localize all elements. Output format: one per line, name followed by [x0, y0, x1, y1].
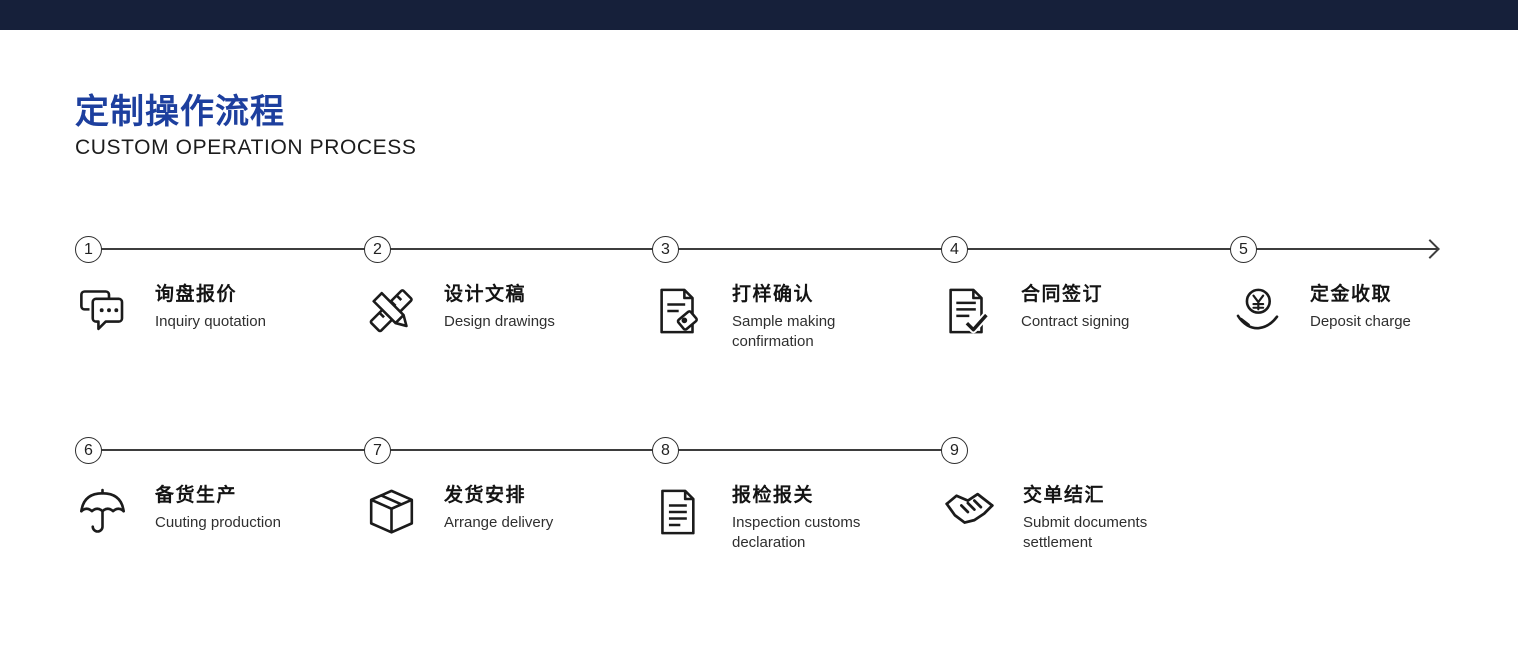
step-title-en: Sample making confirmation: [732, 312, 836, 350]
step-title-en: Contract signing: [1021, 312, 1130, 330]
step-title-en: Design drawings: [444, 312, 555, 330]
step-title-en: Arrange delivery: [444, 513, 554, 531]
flow-line-row2: [89, 449, 955, 451]
page-subtitle: CUSTOM OPERATION PROCESS: [75, 136, 417, 159]
process-step-1: 询盘报价 Inquiry quotation: [75, 284, 351, 337]
process-step-2: 设计文稿 Design drawings: [364, 284, 640, 337]
step-number-badge-4: 4: [941, 236, 968, 263]
flow-line-row1: [89, 248, 1437, 250]
step-number-badge-2: 2: [364, 236, 391, 263]
chat-bubbles-icon: [75, 285, 130, 337]
handshake-icon: [941, 486, 998, 538]
step-title-zh: 备货生产: [155, 485, 238, 506]
process-step-4: 合同签订 Contract signing: [941, 284, 1217, 337]
step-title-en: Inquiry quotation: [155, 312, 266, 330]
step-title-zh: 合同签订: [1021, 284, 1104, 305]
step-number-badge-1: 1: [75, 236, 102, 263]
coin-hand-icon: [1230, 285, 1285, 337]
step-title-zh: 交单结汇: [1023, 485, 1106, 506]
process-step-6: 备货生产 Cuuting production: [75, 485, 351, 538]
step-title-zh: 发货安排: [444, 485, 527, 506]
step-title-en: Deposit charge: [1310, 312, 1411, 330]
step-title-zh: 询盘报价: [155, 284, 238, 305]
flow-arrow-icon: [1420, 239, 1440, 259]
step-number-badge-8: 8: [652, 437, 679, 464]
step-number-badge-3: 3: [652, 236, 679, 263]
umbrella-icon: [75, 486, 130, 538]
top-bar: [0, 0, 1518, 30]
process-step-8: 报检报关 Inspection customs declaration: [652, 485, 928, 552]
step-title-en: Inspection customs declaration: [732, 513, 861, 551]
process-step-5: 定金收取 Deposit charge: [1230, 284, 1506, 337]
step-number-badge-5: 5: [1230, 236, 1257, 263]
step-title-en: Cuuting production: [155, 513, 281, 531]
package-box-icon: [364, 486, 419, 538]
process-step-9: 交单结汇 Submit documents settlement: [941, 485, 1217, 552]
document-tag-icon: [652, 285, 707, 337]
step-title-zh: 设计文稿: [444, 284, 527, 305]
process-step-7: 发货安排 Arrange delivery: [364, 485, 640, 538]
step-number-badge-7: 7: [364, 437, 391, 464]
step-title-zh: 打样确认: [732, 284, 815, 305]
ruler-pencil-icon: [364, 285, 419, 337]
process-step-3: 打样确认 Sample making confirmation: [652, 284, 928, 351]
step-number-badge-6: 6: [75, 437, 102, 464]
step-title-en: Submit documents settlement: [1023, 513, 1148, 551]
step-title-zh: 报检报关: [732, 485, 815, 506]
page-title: 定制操作流程: [75, 93, 285, 131]
step-title-zh: 定金收取: [1310, 284, 1393, 305]
document-lines-icon: [652, 486, 707, 538]
document-check-icon: [941, 285, 996, 337]
step-number-badge-9: 9: [941, 437, 968, 464]
